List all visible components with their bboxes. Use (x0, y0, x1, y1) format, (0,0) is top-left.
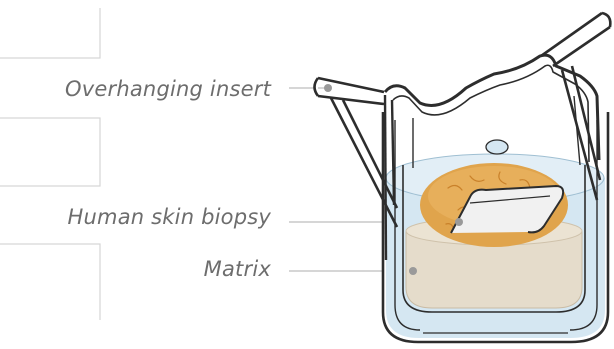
pointer-dot-insert (324, 84, 332, 92)
label-human-skin-biopsy: Human skin biopsy (68, 205, 271, 229)
pointer-dot-biopsy (455, 218, 463, 226)
label-overhanging-insert: Overhanging insert (65, 77, 271, 101)
label-matrix: Matrix (204, 257, 271, 281)
panel-dividers (0, 8, 100, 320)
pointer-dot-matrix (409, 267, 417, 275)
